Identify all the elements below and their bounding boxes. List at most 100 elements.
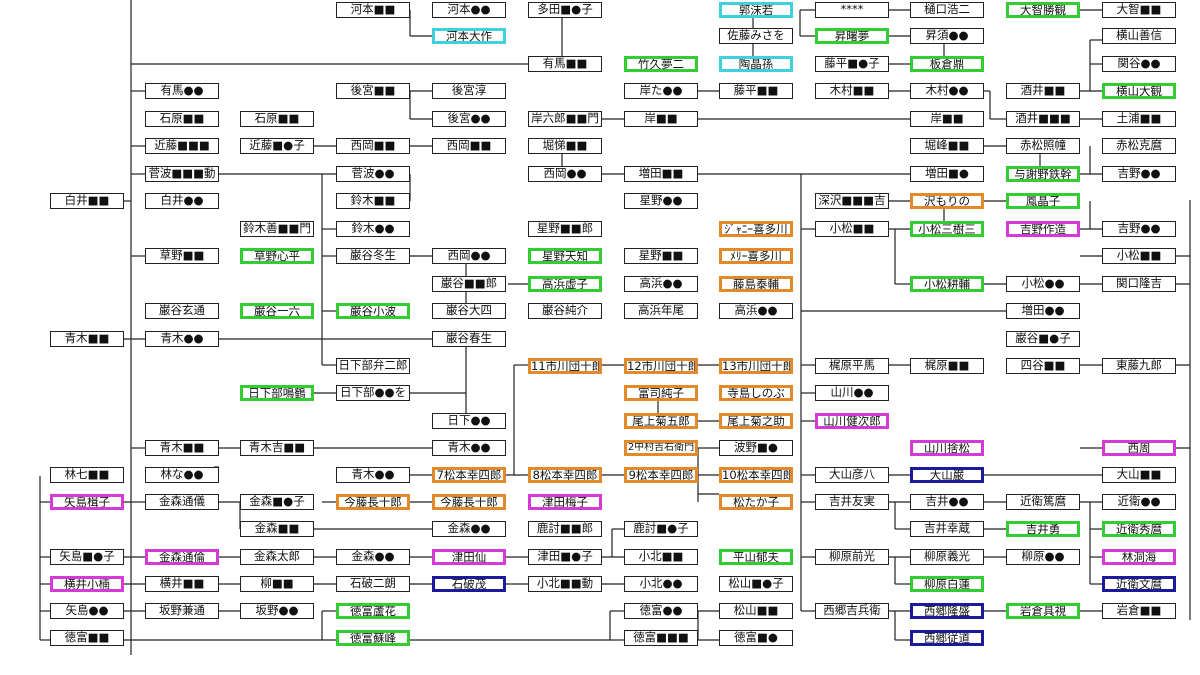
person-node-ichikawa13: 13市川団十郎 bbox=[719, 358, 793, 374]
person-node-kusakabe1: 日下部弁二郎 bbox=[336, 358, 410, 374]
person-node-ganya-haru: 巌谷春生 bbox=[432, 331, 506, 347]
person-node-matsu-t: 松たか子 bbox=[719, 494, 793, 510]
person-node-matsumoto10: 10松本幸四郎 bbox=[719, 467, 793, 483]
person-node-kusano1: 草野■■ bbox=[145, 248, 219, 264]
person-node-yoshii-k: 吉井幸蔵 bbox=[910, 521, 984, 537]
person-node-kishi2: 岸■■ bbox=[910, 111, 984, 127]
person-node-hoshino-t: 星野天知 bbox=[528, 248, 602, 264]
person-node-yamakawa1: 山川●● bbox=[815, 385, 889, 401]
person-node-suzuki-zen: 鈴木善■■門 bbox=[240, 221, 314, 237]
person-node-ishiha1: 石破二朗 bbox=[336, 576, 410, 592]
person-node-sakano-k: 坂野兼通 bbox=[145, 603, 219, 619]
person-node-nishi-shu: 西周 bbox=[1102, 440, 1176, 456]
person-node-ishiba-s: 石破茂 bbox=[432, 576, 506, 592]
person-node-iwakura-t: 岩倉具視 bbox=[1006, 603, 1080, 619]
person-node-namino: 波野■● bbox=[719, 440, 793, 456]
person-node-tokutomi4: 徳富■● bbox=[719, 630, 793, 646]
person-node-masuda2: 増田■● bbox=[910, 166, 984, 182]
person-node-yosano: 与謝野鉄幹 bbox=[1006, 166, 1080, 182]
person-node-takahama-n: 高浜年尾 bbox=[624, 303, 698, 319]
person-node-tokutomi2: 徳富■■ bbox=[50, 630, 124, 646]
person-node-tsuda2: 津田■●子 bbox=[528, 549, 602, 565]
person-node-takahama-k: 高浜虚子 bbox=[528, 276, 602, 292]
person-node-nishioka2: 西岡■■ bbox=[432, 138, 506, 154]
person-node-togashi: 富司純子 bbox=[624, 385, 698, 401]
person-node-yoshino2: 吉野●● bbox=[1102, 221, 1176, 237]
person-node-kokita-d: 小北■■動 bbox=[528, 576, 602, 592]
person-node-mary: ﾒﾘｰ喜多川 bbox=[719, 248, 793, 264]
person-node-kishi-ryu: 岸■■ bbox=[624, 111, 698, 127]
person-node-kanamori-t: 金森通倫 bbox=[145, 549, 219, 565]
person-node-iwakura1: 岩倉■■ bbox=[1102, 603, 1176, 619]
person-node-yanagi2: 柳■■ bbox=[240, 576, 314, 592]
person-node-tokutomi3: 徳富■■■ bbox=[624, 630, 698, 646]
person-node-yanagihara-m: 柳原前光 bbox=[815, 549, 889, 565]
person-node-yokoi-o: 横井小楠 bbox=[50, 576, 124, 592]
person-node-ohchi-k: 大智勝観 bbox=[1006, 2, 1080, 18]
person-node-sato-misao: 佐藤みさを bbox=[719, 28, 793, 44]
person-node-kanamori4: 金森●● bbox=[336, 549, 410, 565]
person-node-komatsu-m: 小松三樹三 bbox=[910, 221, 984, 237]
person-node-kanamori3: 金森●● bbox=[432, 521, 506, 537]
person-node-kanamori-ta: 金森太郎 bbox=[240, 549, 314, 565]
person-node-ohyama2: 大山■■ bbox=[1102, 467, 1176, 483]
person-node-onoe5: 尾上菊五郎 bbox=[624, 413, 698, 429]
person-node-hayashi2: 林な●● bbox=[145, 467, 219, 483]
person-node-higuchi: 樋口浩二 bbox=[910, 2, 984, 18]
person-node-tada: 多田■●子 bbox=[528, 2, 602, 18]
person-node-kondo2: 近藤■●子 bbox=[240, 138, 314, 154]
person-node-fujihira2: 藤平■●子 bbox=[815, 56, 889, 72]
person-node-ganya-ichi: 巌谷一六 bbox=[240, 303, 314, 319]
person-node-yotsuya: 四谷■■ bbox=[1006, 358, 1080, 374]
person-node-aoki4: 青木吉■■ bbox=[240, 440, 314, 456]
person-node-itakura: 板倉鼎 bbox=[910, 56, 984, 72]
person-node-matsumoto9: 9松本幸四郎 bbox=[624, 467, 698, 483]
person-node-tsuda-s: 津田仙 bbox=[432, 549, 506, 565]
person-node-nishioka4: 西岡●● bbox=[432, 248, 506, 264]
person-node-aoki1: 青木■■ bbox=[50, 331, 124, 347]
person-node-tao: 陶晶孫 bbox=[719, 56, 793, 72]
person-node-akamatsu2: 赤松克麿 bbox=[1102, 138, 1176, 154]
person-node-ichikawa12: 12市川団十郎 bbox=[624, 358, 698, 374]
person-node-gomiya2: 後宮●● bbox=[432, 111, 506, 127]
person-node-kajiwara-h: 梶原平馬 bbox=[815, 358, 889, 374]
person-node-ishihara2: 石原■■ bbox=[240, 111, 314, 127]
person-node-kishi-roku: 岸六郎■■門 bbox=[528, 111, 602, 127]
person-node-saigo-j: 西郷従道 bbox=[910, 630, 984, 646]
person-node-matsumoto7: 7松本幸四郎 bbox=[432, 467, 506, 483]
person-node-kusakabe-m: 日下部鳴鶴 bbox=[240, 385, 314, 401]
person-node-kokita2: 小北●● bbox=[624, 576, 698, 592]
person-node-nakamura: 2中村吉右衛門 bbox=[624, 440, 698, 456]
person-node-akamatsu1: 赤松照幢 bbox=[1006, 138, 1080, 154]
person-node-hoshoko: 鳳晶子 bbox=[1006, 193, 1080, 209]
person-node-kanamori2: 金森■■ bbox=[240, 521, 314, 537]
person-node-yoshino-s: 吉野作造 bbox=[1006, 221, 1080, 237]
person-node-saigo-t: 西郷隆盛 bbox=[910, 603, 984, 619]
person-node-ganya-sa: 巌谷小波 bbox=[336, 303, 410, 319]
person-node-higashi: 東藤九郎 bbox=[1102, 358, 1176, 374]
person-node-nishioka1: 西岡■■ bbox=[336, 138, 410, 154]
person-node-matsumoto8: 8松本幸四郎 bbox=[528, 467, 602, 483]
person-node-kusaka3: 日下●● bbox=[432, 413, 506, 429]
person-node-komatsu-k: 小松耕輔 bbox=[910, 276, 984, 292]
person-node-ichikawa11: 11市川団十郎 bbox=[528, 358, 602, 374]
person-node-ohyama-i: 大山巌 bbox=[910, 467, 984, 483]
person-node-konoe-f: 近衛文麿 bbox=[1102, 576, 1176, 592]
person-node-kimura2: 木村●● bbox=[910, 83, 984, 99]
person-node-hoshino1: 星野●● bbox=[624, 193, 698, 209]
person-node-arima1: 有馬●● bbox=[145, 83, 219, 99]
person-node-imafuji-c: 今藤長十郎 bbox=[336, 494, 410, 510]
person-node-sakai2: 酒井■■■ bbox=[1006, 111, 1080, 127]
person-node-kokita1: 小北■■ bbox=[624, 549, 698, 565]
person-node-aoki6: 青木●● bbox=[336, 467, 410, 483]
person-node-yamakawa-k: 山川健次郎 bbox=[815, 413, 889, 429]
person-node-arima-c: 有馬■■ bbox=[528, 56, 602, 72]
person-node-kawamoto1: 河本■■ bbox=[336, 2, 410, 18]
person-node-kashiwa1: 鹿討■■郎 bbox=[528, 521, 602, 537]
person-node-fujihira1: 藤平■■ bbox=[719, 83, 793, 99]
person-node-sawa-morino: 沢もりの bbox=[910, 193, 984, 209]
person-node-sekiguchi: 関口隆吉 bbox=[1102, 276, 1176, 292]
person-node-yanagihara-y: 柳原義光 bbox=[910, 549, 984, 565]
person-node-sakano1: 坂野●● bbox=[240, 603, 314, 619]
